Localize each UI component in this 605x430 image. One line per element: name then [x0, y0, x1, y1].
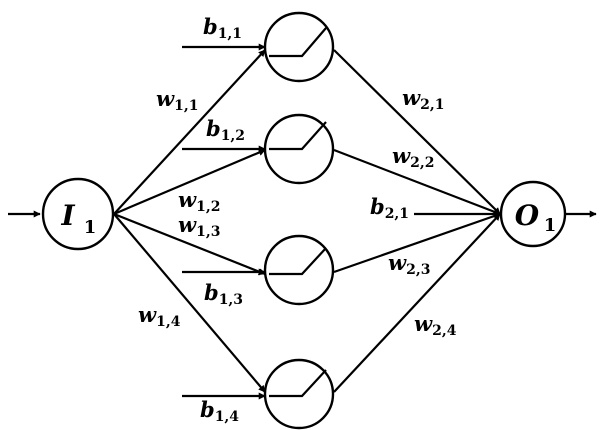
hidden-node-3 — [263, 234, 335, 306]
hidden-node-4 — [263, 358, 335, 430]
input-node-label: I — [60, 199, 75, 232]
output-node-label: O — [515, 199, 540, 232]
weight-label-2-1: w2,1 — [402, 85, 444, 113]
svg-text:w1,1: w1,1 — [156, 86, 198, 114]
relu-icon — [269, 27, 327, 58]
svg-text:w2,2: w2,2 — [392, 143, 434, 171]
hidden-node-2 — [263, 113, 335, 185]
hidden-node-1 — [263, 11, 335, 83]
bias-label-2-1: b2,1 — [370, 194, 409, 222]
edge-hidden1-output — [333, 49, 501, 215]
svg-text:b1,4: b1,4 — [200, 397, 239, 425]
edge-hidden2-output — [333, 148, 501, 216]
svg-text:w1,2: w1,2 — [178, 187, 220, 215]
svg-text:1: 1 — [544, 215, 557, 236]
svg-text:w2,4: w2,4 — [414, 311, 457, 339]
weight-label-1-3: w1,3 — [178, 212, 220, 240]
output-node-subscript: 1 — [544, 215, 557, 236]
bias-label-1-1: b1,1 — [203, 14, 242, 42]
input-node: I 1 — [41, 177, 115, 251]
edge-hidden3-output — [333, 212, 501, 274]
weight-label-2-2: w2,2 — [392, 143, 434, 171]
weight-label-1-4: w1,4 — [138, 302, 181, 330]
svg-text:b1,2: b1,2 — [206, 116, 245, 144]
svg-text:b1,1: b1,1 — [203, 14, 242, 42]
bias-label-1-2: b1,2 — [206, 116, 245, 144]
relu-icon — [269, 247, 327, 276]
weight-label-1-2: w1,2 — [178, 187, 220, 215]
svg-text:w1,3: w1,3 — [178, 212, 220, 240]
svg-text:w2,1: w2,1 — [402, 85, 444, 113]
edge-input-hidden-2 — [113, 148, 266, 216]
edge-input-hidden-4 — [113, 213, 266, 393]
bias-label-1-4: b1,4 — [200, 397, 239, 425]
weight-label-2-4: w2,4 — [414, 311, 457, 339]
input-node-subscript: 1 — [84, 217, 97, 238]
svg-text:1: 1 — [84, 217, 97, 238]
relu-icon — [269, 369, 327, 398]
svg-text:b2,1: b2,1 — [370, 194, 409, 222]
output-node: O 1 — [499, 180, 567, 248]
svg-text:w1,4: w1,4 — [138, 302, 181, 330]
svg-text:I: I — [60, 199, 75, 232]
svg-text:w2,3: w2,3 — [388, 250, 430, 278]
relu-icon — [269, 121, 327, 151]
svg-text:O: O — [515, 199, 540, 232]
svg-text:b1,3: b1,3 — [204, 280, 243, 308]
weight-label-1-1: w1,1 — [156, 86, 198, 114]
weight-label-2-3: w2,3 — [388, 250, 430, 278]
edge-input-hidden-1 — [113, 49, 266, 215]
edge-hidden4-output — [333, 213, 501, 393]
bias-label-1-3: b1,3 — [204, 280, 243, 308]
edge-input-hidden-3 — [113, 212, 266, 276]
